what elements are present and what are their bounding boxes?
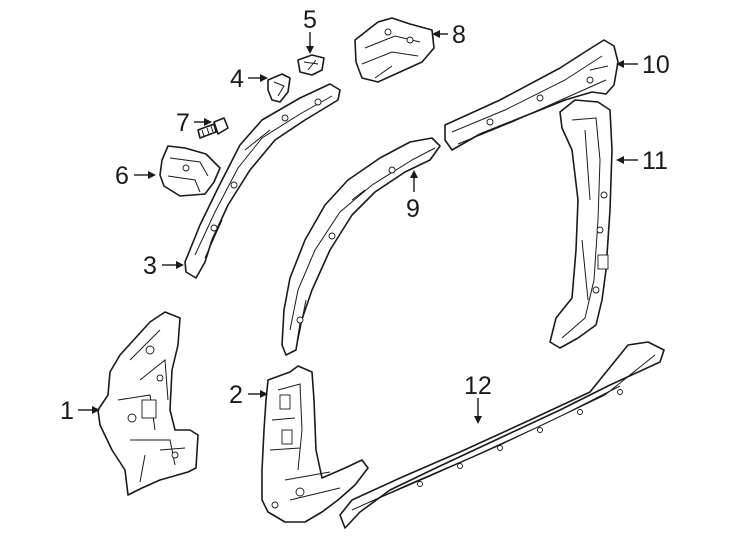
part-4-clip (267, 73, 291, 103)
callout-6: 6 (115, 162, 129, 190)
callout-2: 2 (229, 381, 243, 409)
part-7-bolt (197, 117, 229, 139)
part-9-inner-a-pillar (281, 137, 441, 356)
part-6-bracket (159, 145, 221, 197)
callout-7: 7 (176, 109, 190, 137)
part-10-roof-rail (444, 39, 619, 151)
callout-10: 10 (642, 51, 670, 79)
part-1-front-pillar-lower (97, 311, 199, 496)
callout-12: 12 (464, 372, 492, 400)
part-12-rocker-panel (339, 341, 665, 529)
callout-1: 1 (60, 397, 74, 425)
part-8-upper-bracket (354, 17, 435, 83)
callout-4: 4 (230, 65, 244, 93)
part-11-b-pillar (549, 99, 613, 349)
part-3-upper-pillar-reinforcement (184, 83, 341, 279)
part-2-hinge-pillar (261, 365, 369, 523)
part-5-retainer (297, 54, 325, 76)
callout-8: 8 (452, 21, 466, 49)
callout-5: 5 (303, 6, 317, 34)
callout-11: 11 (642, 147, 668, 175)
callout-3: 3 (143, 252, 157, 280)
leader-lines (78, 30, 638, 424)
callout-9: 9 (406, 195, 420, 223)
callout-labels: 1 2 3 4 5 6 7 8 9 10 11 12 (60, 6, 670, 425)
